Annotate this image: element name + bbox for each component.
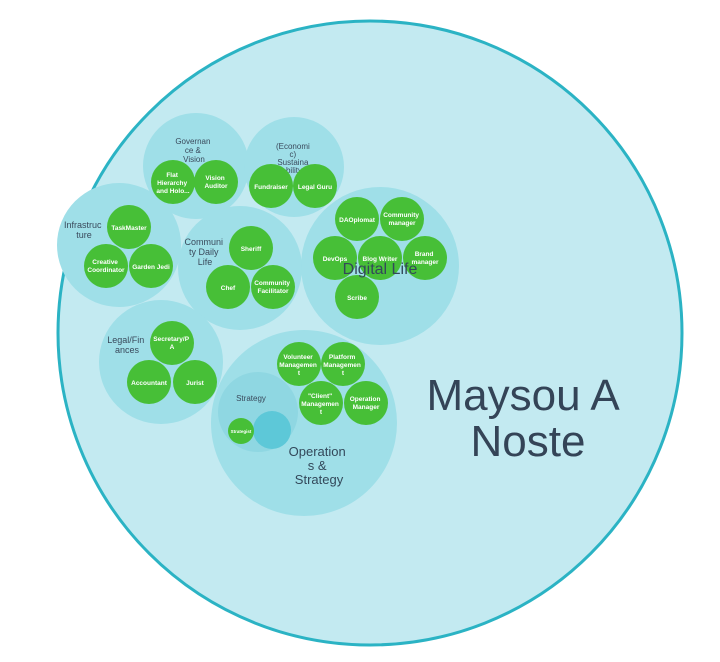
role-label: Accountant	[131, 380, 168, 387]
role-blog-writer[interactable]: Blog Writer	[358, 236, 402, 280]
role-label: Brand manager	[411, 251, 439, 266]
role-label: Chef	[221, 285, 236, 292]
role-platform-management[interactable]: Platform Managemen t	[321, 342, 365, 386]
role-label: Creative Coordinator	[87, 259, 125, 274]
role-sheriff[interactable]: Sheriff	[229, 226, 273, 270]
strategy-empty-circle	[253, 411, 291, 449]
organization-title: Maysou A Noste	[426, 371, 629, 466]
role-operation-manager[interactable]: Operation Manager	[344, 381, 388, 425]
role-chef[interactable]: Chef	[206, 265, 250, 309]
group-label-strategy: Strategy	[236, 394, 266, 403]
role-label: Fundraiser	[254, 184, 288, 191]
role-garden-jedi[interactable]: Garden Jedi	[129, 244, 173, 288]
role-jurist[interactable]: Jurist	[173, 360, 217, 404]
role-daoplomat[interactable]: DAOplomat	[335, 197, 379, 241]
role-fundraiser[interactable]: Fundraiser	[249, 164, 293, 208]
role-community-manager[interactable]: Community manager	[380, 197, 424, 241]
role-label: DevOps	[323, 256, 348, 263]
role-label: Community Facilitator	[254, 280, 292, 295]
role-devops[interactable]: DevOps	[313, 236, 357, 280]
role-label: Platform Managemen t	[323, 354, 362, 377]
group-label-infrastructure: Infrastruc ture	[64, 220, 104, 240]
group-label-community: Communi ty Daily Life	[184, 237, 225, 267]
role-label: Operation Manager	[350, 396, 383, 411]
role-label: Community manager	[383, 212, 421, 227]
role-label: Sheriff	[241, 246, 262, 253]
role-label: Strategist	[231, 429, 252, 434]
role-flat-hierarchy[interactable]: Flat Hierarchy and Holo...	[151, 160, 195, 204]
role-legal-guru[interactable]: Legal Guru	[293, 164, 337, 208]
role-label: Garden Jedi	[132, 264, 170, 271]
role-label: TaskMaster	[111, 225, 147, 232]
role-accountant[interactable]: Accountant	[127, 360, 171, 404]
role-label: Secretary/P A	[153, 336, 190, 351]
role-label: Flat Hierarchy and Holo...	[156, 172, 189, 195]
role-label: Volunteer Managemen t	[279, 354, 318, 377]
role-label: Jurist	[186, 380, 205, 387]
role-brand-manager[interactable]: Brand manager	[403, 236, 447, 280]
role-creative-coordinator[interactable]: Creative Coordinator	[84, 244, 128, 288]
role-client-management[interactable]: "Client" Managemen t	[299, 381, 343, 425]
role-label: Scribe	[347, 295, 367, 302]
group-label-legal: Legal/Fin ances	[107, 335, 147, 355]
group-label-governance: Governan ce & Vision	[175, 137, 212, 164]
role-label: Legal Guru	[298, 184, 332, 191]
role-strategist[interactable]: Strategist	[228, 418, 254, 444]
role-label: "Client" Managemen t	[301, 393, 340, 416]
role-volunteer-management[interactable]: Volunteer Managemen t	[277, 342, 321, 386]
group-label-digital: Digital Life	[343, 261, 418, 278]
role-scribe[interactable]: Scribe	[335, 275, 379, 319]
group-label-operations: Operation s & Strategy	[289, 444, 350, 487]
role-label: DAOplomat	[339, 217, 376, 224]
role-community-facilitator[interactable]: Community Facilitator	[251, 265, 295, 309]
role-taskmaster[interactable]: TaskMaster	[107, 205, 151, 249]
role-secretary-pa[interactable]: Secretary/P A	[150, 321, 194, 365]
group-label-economic: (Economi c) Sustaina bility	[276, 142, 312, 175]
role-vision-auditor[interactable]: Vision Auditor	[194, 160, 238, 204]
role-label: Blog Writer	[363, 256, 398, 263]
role-label: Vision Auditor	[204, 175, 228, 190]
